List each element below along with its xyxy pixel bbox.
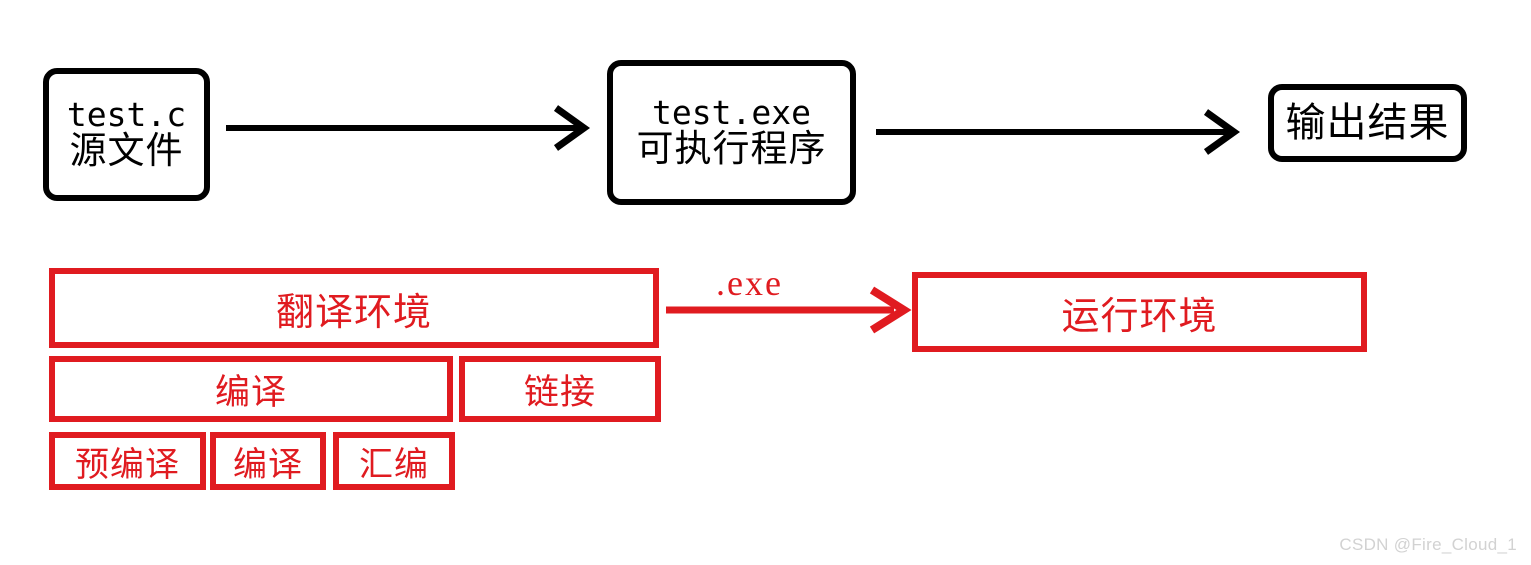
arrow-run xyxy=(876,109,1241,155)
arrow-exe-transfer xyxy=(666,286,912,334)
box-substage-precompile: 预编译 xyxy=(49,432,206,490)
box-stage-compile: 编译 xyxy=(49,356,453,422)
box-translation-environment-label: 翻译环境 xyxy=(275,289,432,334)
box-runtime-environment-label: 运行环境 xyxy=(1061,293,1218,338)
node-executable-filename: test.exe xyxy=(652,92,811,132)
box-substage-assemble-label: 汇编 xyxy=(359,444,429,485)
box-substage-precompile-label: 预编译 xyxy=(75,444,180,485)
node-source-file-filename: test.c xyxy=(66,94,187,134)
node-output-result-caption: 输出结果 xyxy=(1285,100,1450,146)
box-substage-assemble: 汇编 xyxy=(333,432,455,490)
node-output-result: 输出结果 xyxy=(1268,84,1467,162)
node-executable: test.exe 可执行程序 xyxy=(607,60,856,205)
label-exe-transfer: .exe xyxy=(716,263,783,303)
box-stage-compile-label: 编译 xyxy=(214,372,287,413)
node-source-file: test.c 源文件 xyxy=(43,68,210,201)
box-stage-link-label: 链接 xyxy=(523,372,596,413)
watermark-credit: CSDN @Fire_Cloud_1 xyxy=(1339,535,1517,554)
box-substage-compile: 编译 xyxy=(210,432,326,490)
node-source-file-caption: 源文件 xyxy=(69,129,184,173)
box-stage-link: 链接 xyxy=(459,356,661,422)
arrow-compile xyxy=(226,105,591,151)
box-runtime-environment: 运行环境 xyxy=(912,272,1367,352)
box-translation-environment: 翻译环境 xyxy=(49,268,659,348)
box-substage-compile-label: 编译 xyxy=(233,444,303,485)
node-executable-caption: 可执行程序 xyxy=(636,127,827,171)
